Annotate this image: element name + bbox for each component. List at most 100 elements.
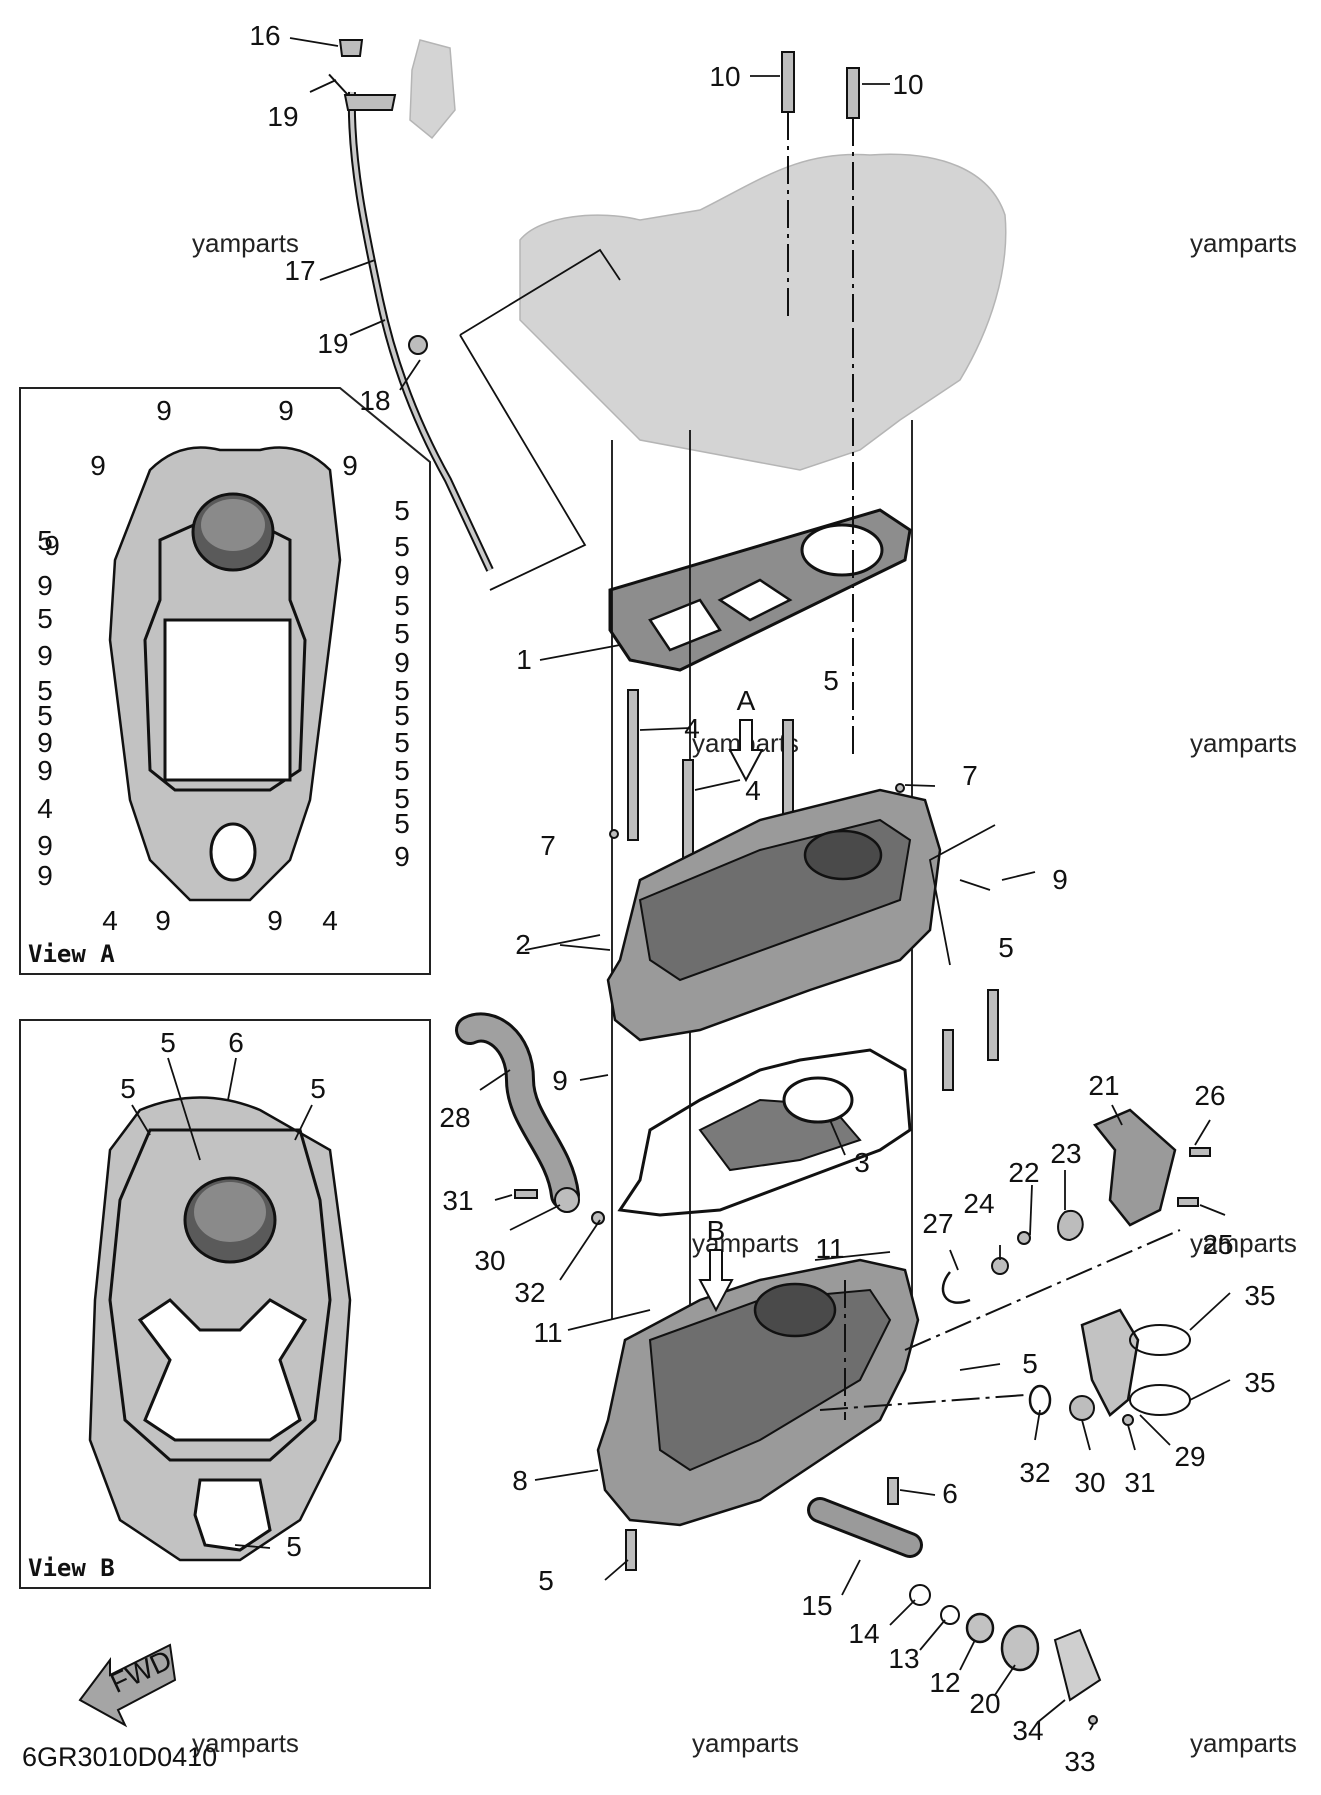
va-callout: 9	[37, 727, 53, 758]
callout-34: 34	[1012, 1715, 1043, 1746]
thermostat-parts	[625, 1108, 1211, 1571]
callout-9: 9	[552, 1065, 568, 1096]
view-direction-arrows: A B	[698, 685, 764, 1313]
callout-16: 16	[249, 20, 280, 51]
va-callout: 9	[394, 560, 410, 591]
callout-23: 23	[1050, 1138, 1081, 1169]
va-callout: 5	[394, 727, 410, 758]
watermark-11: yamparts	[692, 1728, 799, 1758]
callout-22: 22	[1008, 1157, 1039, 1188]
va-callout: 5	[37, 603, 53, 634]
callout-26: 26	[1194, 1080, 1225, 1111]
va-callout: 9	[267, 905, 283, 936]
callout-6: 6	[942, 1478, 958, 1509]
vb-callout: 5	[286, 1531, 302, 1562]
watermark-12: yamparts	[1190, 1728, 1297, 1758]
va-callout: 9	[394, 647, 410, 678]
callout-11: 11	[815, 1233, 844, 1264]
thermostat-23	[1057, 1209, 1084, 1242]
cover-21	[1092, 1108, 1177, 1227]
callout-10: 10	[892, 69, 923, 100]
va-callout: 9	[37, 830, 53, 861]
watermark-3: yamparts	[1190, 228, 1297, 258]
fwd-arrow-icon	[78, 1643, 177, 1728]
va-callout: 9	[90, 450, 106, 481]
view-arrow-icon	[728, 719, 764, 783]
fwd-arrow: FWD	[78, 1643, 177, 1728]
gasket-3	[617, 1048, 912, 1217]
va-callout: 5	[37, 525, 53, 556]
view-b-panel: View B	[19, 1019, 431, 1589]
va-callout: 4	[102, 905, 118, 936]
callout-5: 5	[823, 665, 839, 696]
callout-29: 29	[1174, 1441, 1205, 1472]
callout-9: 9	[1052, 864, 1068, 895]
dipstick-assembly	[324, 39, 494, 572]
leader-lines	[289, 37, 1231, 1731]
oil-filter-parts	[807, 1497, 1102, 1725]
va-callout: 5	[394, 700, 410, 731]
callout-10: 10	[709, 61, 740, 92]
view-a-gasket-drawing	[108, 446, 342, 902]
callout-31: 31	[442, 1185, 473, 1216]
va-callout: 5	[394, 675, 410, 706]
va-callout: 9	[37, 860, 53, 891]
callout-31: 31	[1124, 1467, 1155, 1498]
va-callout: 5	[394, 755, 410, 786]
va-callout: 9	[37, 570, 53, 601]
callout-21: 21	[1088, 1070, 1119, 1101]
va-callout: 9	[156, 395, 172, 426]
callout-33: 33	[1064, 1746, 1095, 1777]
marker-a: A	[737, 685, 756, 716]
va-callout: 5	[37, 700, 53, 731]
callout-12: 12	[929, 1667, 960, 1698]
callout-32: 32	[514, 1277, 545, 1308]
view-b-label: View B	[28, 1554, 115, 1582]
callout-30: 30	[474, 1245, 505, 1276]
callout-8: 8	[512, 1465, 528, 1496]
callout-20: 20	[969, 1688, 1000, 1719]
view-a-panel: View A	[19, 387, 431, 975]
callout-25: 25	[1202, 1229, 1233, 1260]
va-callout: 5	[394, 808, 410, 839]
callout-19: 19	[317, 328, 348, 359]
gasket-1	[608, 508, 912, 672]
va-callout: 4	[322, 905, 338, 936]
va-callout: 4	[37, 793, 53, 824]
callout-11: 11	[533, 1317, 562, 1348]
bracket-line-bottom	[459, 334, 587, 591]
va-callout: 9	[44, 530, 60, 561]
watermark-10: yamparts	[192, 1728, 299, 1758]
vb-callout: 5	[120, 1073, 136, 1104]
va-callout: 9	[155, 905, 171, 936]
callout-1: 1	[516, 644, 532, 675]
bracket-line-top	[459, 248, 621, 336]
callout-3: 3	[854, 1147, 870, 1178]
vb-callout: 5	[160, 1027, 176, 1058]
fitting-30-upper	[554, 1187, 580, 1213]
callout-4: 4	[684, 713, 700, 744]
va-callout: 5	[394, 618, 410, 649]
va-callout: 9	[394, 841, 410, 872]
callout-2: 2	[515, 929, 531, 960]
vb-callout: 5	[310, 1073, 326, 1104]
diagram-code: 6GR3010D0410	[22, 1742, 217, 1772]
callout-5: 5	[1022, 1348, 1038, 1379]
bolts-10	[781, 51, 860, 330]
elbow-29	[1080, 1308, 1140, 1417]
va-callout: 9	[37, 755, 53, 786]
va-callout: 5	[37, 675, 53, 706]
callout-24: 24	[963, 1188, 994, 1219]
hose-28	[455, 1012, 605, 1225]
va-callout: 5	[394, 495, 410, 526]
callout-4: 4	[745, 775, 761, 806]
lower-case-8	[596, 1229, 1181, 1527]
callout-5: 5	[538, 1565, 554, 1596]
watermark-1: yamparts	[192, 228, 299, 258]
callout-18: 18	[359, 385, 390, 416]
callout-7: 7	[962, 760, 978, 791]
view-a-label: View A	[28, 940, 115, 968]
watermark-6: yamparts	[1190, 728, 1297, 758]
va-callout: 9	[37, 640, 53, 671]
